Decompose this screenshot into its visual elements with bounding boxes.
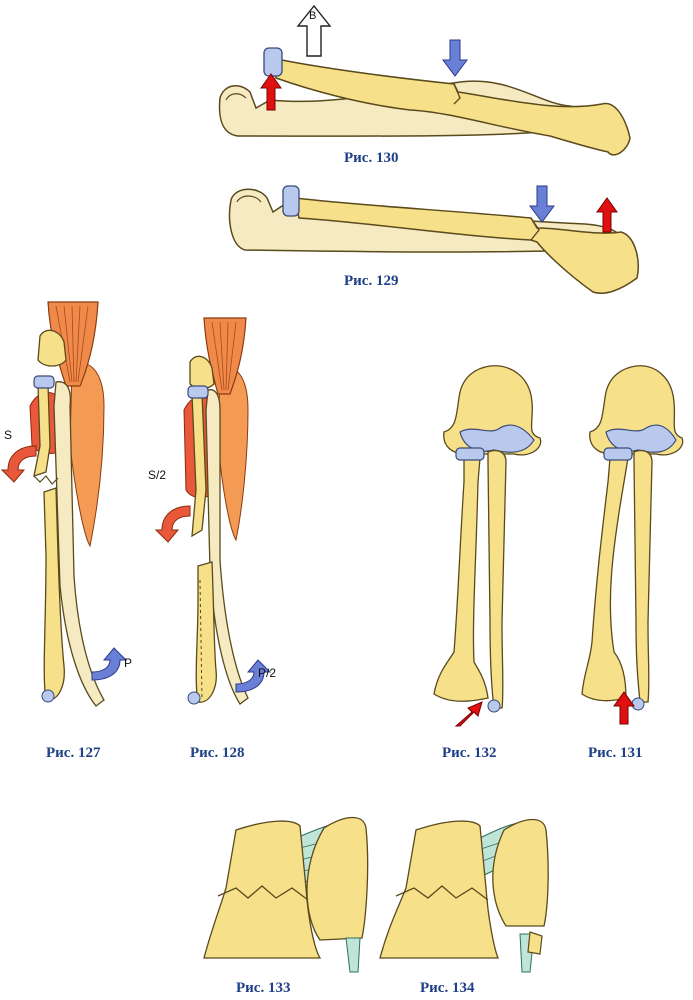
- caption-fig-134: Рис. 134: [420, 980, 475, 996]
- humerus-end: [37, 329, 67, 367]
- figure-132-illustration: [433, 365, 542, 727]
- figure-131-illustration: [581, 365, 684, 725]
- force-label-s: S: [4, 428, 13, 442]
- red-arrow-up: [260, 73, 282, 111]
- radius-bone: [294, 197, 639, 294]
- force-arrow-p: [91, 647, 128, 681]
- ulna-head: [41, 689, 55, 703]
- caption-fig-130: Рис. 130: [344, 150, 399, 166]
- figure-133-illustration: [203, 816, 369, 973]
- pronator-muscle: [217, 367, 249, 542]
- red-arrow-up: [613, 691, 635, 725]
- blue-arrow-down: [442, 39, 468, 77]
- caption-fig-127: Рис. 127: [46, 745, 101, 761]
- figure-127-illustration: [0, 301, 128, 707]
- radius-fragment-lower: [195, 561, 217, 703]
- annular-ligament: [187, 385, 209, 399]
- ulna-head: [631, 697, 645, 711]
- force-arrow-b: [296, 4, 332, 57]
- bone-block-left: [379, 820, 499, 959]
- caption-fig-131: Рис. 131: [588, 745, 643, 761]
- ulna-head: [187, 691, 201, 705]
- force-label-p: P: [124, 656, 133, 670]
- ulna-bone: [633, 449, 653, 703]
- detached-fragment: [527, 931, 543, 955]
- force-arrow-p-half: [235, 659, 272, 693]
- blue-arrow-down: [529, 185, 555, 223]
- red-arrow-diagonal: [454, 701, 483, 727]
- figure-134-illustration: [379, 818, 549, 973]
- red-arrow-up: [596, 197, 618, 233]
- bone-block-left: [203, 820, 322, 959]
- caption-fig-133: Рис. 133: [236, 980, 291, 996]
- force-label-b: B: [309, 10, 317, 22]
- annular-ligament: [455, 447, 485, 461]
- caption-fig-128: Рис. 128: [190, 745, 245, 761]
- annular-ligament: [282, 185, 300, 217]
- ulna-head: [487, 699, 501, 713]
- radius-bone: [581, 457, 629, 702]
- ulna-bone: [205, 389, 249, 705]
- ulna-bone: [487, 449, 507, 709]
- caption-fig-132: Рис. 132: [442, 745, 497, 761]
- annular-ligament: [603, 447, 633, 461]
- pronator-muscle: [69, 363, 105, 548]
- figure-128-illustration: [154, 317, 272, 705]
- bone-block-right: [492, 818, 549, 927]
- annular-ligament: [263, 47, 283, 77]
- force-arrow-s: [0, 445, 37, 483]
- force-arrow-s-half: [154, 505, 191, 543]
- figure-129-illustration: [228, 185, 639, 294]
- tendon: [345, 937, 361, 973]
- caption-fig-129: Рис. 129: [344, 273, 399, 289]
- radius-bone: [433, 457, 489, 702]
- radius-bone: [271, 57, 631, 156]
- bone-block-right: [306, 816, 369, 941]
- figure-130-illustration: [218, 4, 631, 156]
- radius-fragment-lower: [43, 487, 65, 701]
- force-label-s-half: S/2: [148, 468, 167, 482]
- annular-ligament: [33, 375, 55, 389]
- force-label-p-half: P/2: [258, 666, 277, 680]
